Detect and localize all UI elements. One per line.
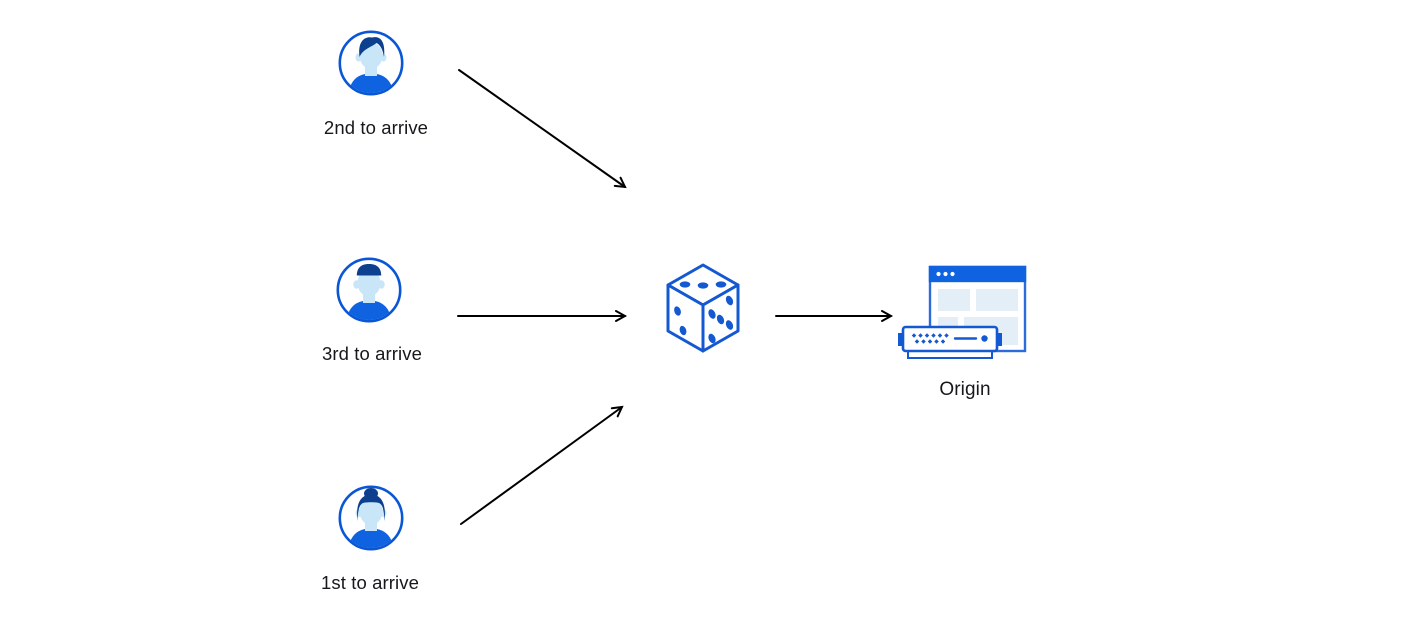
user-avatar-icon <box>338 30 404 96</box>
user-avatar-icon <box>336 257 402 323</box>
arrow-client-top-to-dice <box>458 69 627 189</box>
client-node-middle <box>336 257 402 328</box>
arrow-client-bottom-to-dice <box>460 405 624 525</box>
origin-label: Origin <box>939 379 991 400</box>
origin-server-icon <box>898 265 1027 359</box>
client-node-top <box>338 30 404 101</box>
client-label-middle: 3rd to arrive <box>321 343 423 364</box>
client-node-bottom <box>338 485 404 556</box>
client-label-top: 2nd to arrive <box>323 117 429 138</box>
user-avatar-icon <box>338 485 404 551</box>
origin-node <box>897 263 1029 372</box>
dice-icon <box>666 263 740 353</box>
router-node <box>666 263 740 358</box>
client-label-bottom: 1st to arrive <box>321 572 419 593</box>
